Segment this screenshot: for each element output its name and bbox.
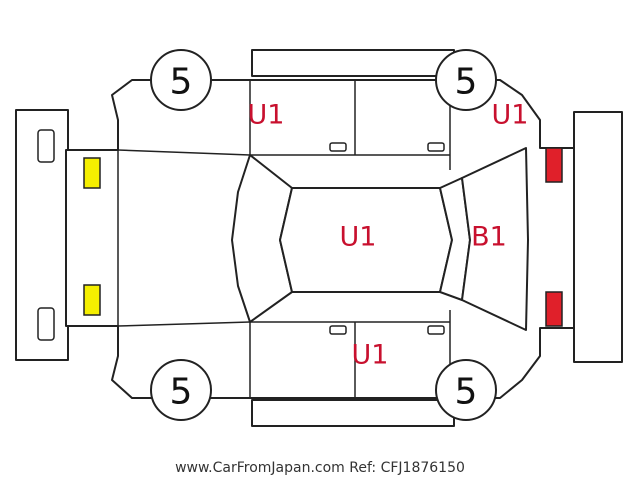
mark-rear-corner: U1	[492, 100, 529, 131]
tire-rear-left-value: 5	[455, 62, 478, 103]
tire-rear-right: 5	[435, 359, 497, 421]
tire-front-left: 5	[150, 49, 212, 111]
tire-rear-right-value: 5	[455, 372, 478, 413]
side-steps	[251, 49, 455, 427]
tire-rear-left: 5	[435, 49, 497, 111]
footer-reference: www.CarFromJapan.com Ref: CFJ1876150	[175, 460, 465, 476]
tire-front-right: 5	[150, 359, 212, 421]
front-light-lower	[83, 284, 101, 316]
rear-light-lower	[545, 291, 563, 327]
front-light-upper	[83, 157, 101, 189]
tire-front-right-value: 5	[170, 372, 193, 413]
front-bumper	[15, 109, 69, 361]
mark-rear-window: B1	[471, 222, 507, 253]
rear-bumper	[573, 111, 623, 363]
mark-right-doors: U1	[352, 340, 389, 371]
mark-left-doors: U1	[248, 100, 285, 131]
tire-front-left-value: 5	[170, 62, 193, 103]
rear-light-upper	[545, 147, 563, 183]
car-body	[65, 79, 575, 399]
mark-roof: U1	[340, 222, 377, 253]
